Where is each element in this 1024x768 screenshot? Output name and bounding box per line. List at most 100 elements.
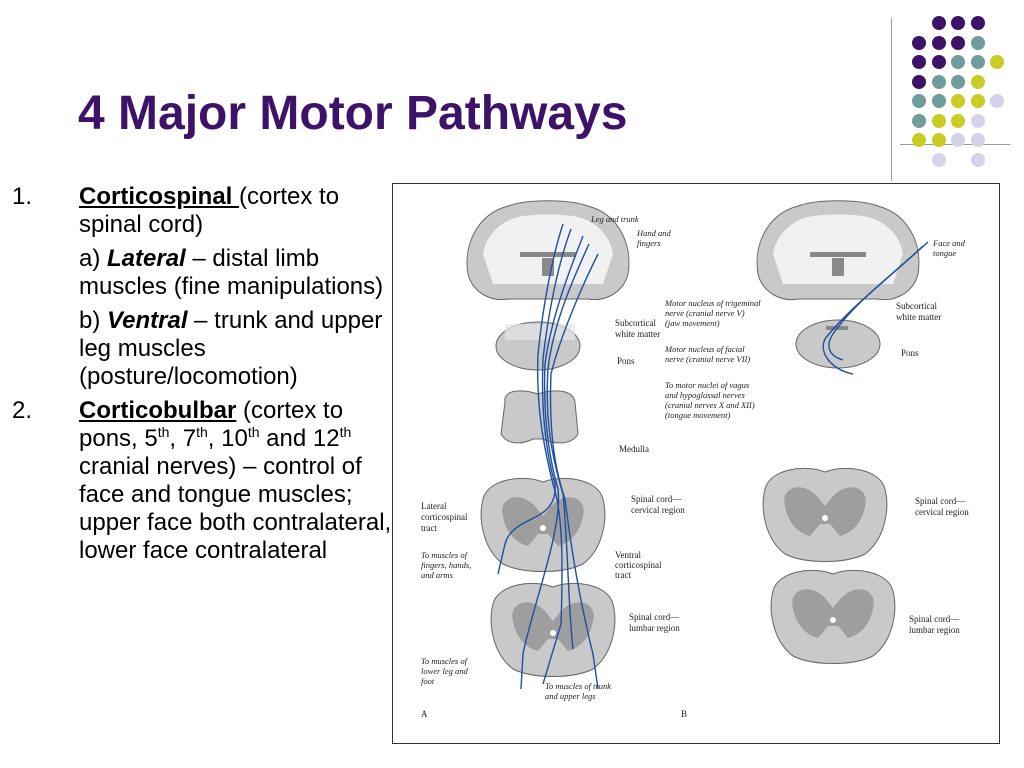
label-spinal-lumbar-b-1: Spinal cord— <box>909 614 960 624</box>
label-ventral-3: tract <box>615 570 631 580</box>
label-to-muscles-trunk-1: To muscles of trunk <box>545 681 611 691</box>
lumbar-cord-b <box>770 569 896 664</box>
label-vagus-4: (tongue movement) <box>665 410 731 420</box>
label-leg-and-trunk: Leg and trunk <box>590 214 639 224</box>
label-to-muscles-leg-1: To muscles of <box>421 656 469 666</box>
label-spinal-lumbar-b-2: lumbar region <box>909 625 960 635</box>
decorative-dot <box>970 35 985 50</box>
label-trigeminal-1: Motor nucleus of trigeminal <box>664 298 761 308</box>
decorative-dot <box>931 152 946 167</box>
label-hand-fingers-2: fingers <box>637 238 661 248</box>
label-spinal-cervical-b-2: cervical region <box>915 507 969 517</box>
decorative-dot <box>931 133 946 147</box>
label-subcortical-1: Subcortical <box>615 318 656 328</box>
cervical-cord-b <box>762 467 888 562</box>
corticospinal-description: (cortex to spinal cord) <box>79 183 340 238</box>
label-lateral-1: Lateral <box>421 501 447 511</box>
label-vagus-2: and hypoglossal nerves <box>665 390 745 400</box>
outline-item-corticospinal: 1. Corticospinal (cortex to spinal cord) <box>12 183 392 239</box>
label-medulla: Medulla <box>619 444 649 454</box>
decorative-dot <box>951 94 965 108</box>
label-spinal-lumbar-a-2: lumbar region <box>629 623 680 633</box>
decorative-dot <box>970 74 985 89</box>
label-facial-2: nerve (cranial nerve VII) <box>665 354 750 364</box>
label-trigeminal-2: nerve (cranial nerve V) <box>665 308 745 318</box>
decorative-dot <box>990 55 1004 69</box>
label-ventral-1: Ventral <box>615 550 641 560</box>
decorative-dot <box>990 94 1004 108</box>
medulla-section-a <box>500 390 579 444</box>
outline-subitem-ventral: b) Ventral – trunk and upper leg muscles… <box>79 307 383 390</box>
label-to-muscles-fingers-3: and arms <box>421 570 454 580</box>
label-to-muscles-leg-3: foot <box>421 676 435 686</box>
decorative-dot <box>951 133 965 147</box>
decorative-dot <box>912 74 926 89</box>
decorative-vertical-rule <box>891 18 892 181</box>
label-subcortical-b-2: white matter <box>896 312 941 322</box>
outline-subitem-lateral: a) Lateral – distal limb muscles (fine m… <box>79 245 384 300</box>
label-lateral-2: corticospinal <box>421 512 468 522</box>
term-ventral: Ventral <box>107 307 188 334</box>
label-panel-a: A <box>421 709 428 719</box>
label-to-muscles-fingers-1: To muscles of <box>421 550 469 560</box>
label-ventral-2: corticospinal <box>615 560 662 570</box>
label-spinal-cervical-a-1: Spinal cord— <box>631 494 682 504</box>
decorative-dot <box>912 55 926 69</box>
label-vagus-1: To motor nuclei of vagus <box>665 380 750 390</box>
pathways-diagram: Leg and trunk Hand and fingers Subcortic… <box>421 200 969 719</box>
decorative-dot <box>970 16 985 30</box>
label-pons-a: Pons <box>617 356 635 366</box>
label-spinal-cervical-b-1: Spinal cord— <box>915 496 966 506</box>
term-corticobulbar: Corticobulbar <box>79 397 237 424</box>
decorative-dot <box>912 94 926 108</box>
outline-list: 1. Corticospinal (cortex to spinal cord)… <box>12 183 392 571</box>
brain-section-b <box>756 200 920 301</box>
motor-pathways-figure: Leg and trunk Hand and fingers Subcortic… <box>392 183 1000 744</box>
label-trigeminal-3: (jaw movement) <box>665 318 720 328</box>
term-corticospinal: Corticospinal <box>79 183 240 210</box>
term-lateral: Lateral <box>107 245 186 272</box>
slide-title: 4 Major Motor Pathways <box>78 87 628 140</box>
decorative-dot <box>970 113 985 128</box>
label-subcortical-b-1: Subcortical <box>896 301 937 311</box>
corticobulbar-tracts <box>822 241 929 375</box>
label-lateral-3: tract <box>421 523 437 533</box>
outline-number: 1. <box>12 183 33 210</box>
label-spinal-lumbar-a-1: Spinal cord— <box>629 612 680 622</box>
decorative-dot <box>970 94 985 108</box>
label-to-muscles-leg-2: lower leg and <box>421 666 468 676</box>
decorative-dot <box>912 113 926 128</box>
decorative-dot <box>951 55 965 69</box>
decorative-dot <box>951 35 965 50</box>
decorative-dot <box>951 74 965 89</box>
label-to-muscles-trunk-2: and upper legs <box>545 691 596 701</box>
label-face-1: Face and <box>932 238 966 248</box>
label-panel-b: B <box>681 709 687 719</box>
corticospinal-tracts <box>497 223 599 690</box>
cervical-cord-a <box>480 477 606 572</box>
decorative-dot <box>931 94 946 108</box>
decorative-dot <box>931 113 946 128</box>
decorative-dot <box>951 16 965 30</box>
decorative-dot <box>912 133 926 147</box>
panel-b: Face and tongue Motor nucleus of trigemi… <box>664 200 969 719</box>
label-facial-1: Motor nucleus of facial <box>664 344 745 354</box>
label-face-2: tongue <box>933 248 956 258</box>
label-subcortical-2: white matter <box>615 329 660 339</box>
lumbar-cord-a <box>490 582 616 677</box>
label-hand-fingers-1: Hand and <box>636 228 672 238</box>
outline-item-corticobulbar: 2. Corticobulbar (cortex to pons, 5th, 7… <box>12 397 392 564</box>
label-vagus-3: (cranial nerves X and XII) <box>665 400 755 410</box>
panel-a: Leg and trunk Hand and fingers Subcortic… <box>421 200 685 719</box>
outline-number: 2. <box>12 397 33 424</box>
decorative-dot <box>970 152 985 167</box>
decorative-dot <box>970 55 985 69</box>
decorative-dot <box>931 16 946 30</box>
label-to-muscles-fingers-2: fingers, hands, <box>421 560 471 570</box>
label-pons-b: Pons <box>901 348 919 358</box>
decorative-dot <box>931 35 946 50</box>
decorative-dot <box>931 55 946 69</box>
decorative-dot <box>912 35 926 50</box>
decorative-dot <box>970 133 985 147</box>
decorative-dot <box>931 74 946 89</box>
